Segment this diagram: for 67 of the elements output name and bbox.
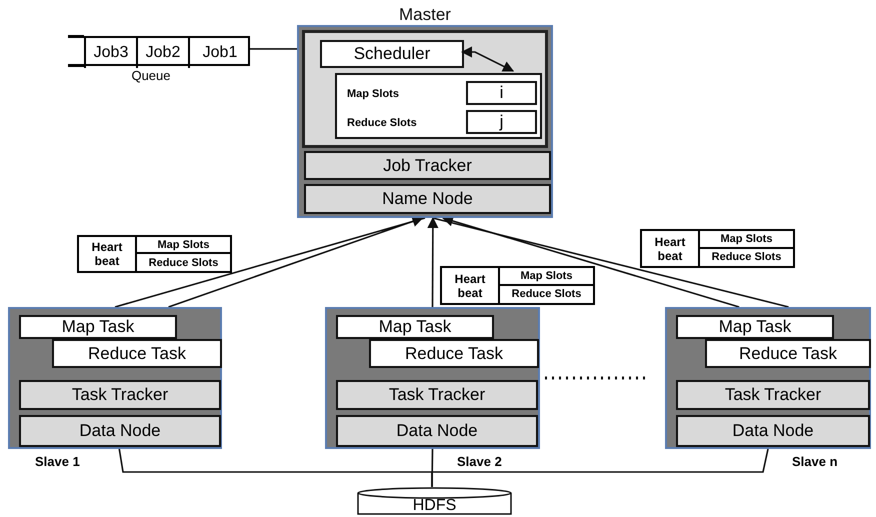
heartbeat-label: Heart beat: [442, 268, 500, 303]
heartbeat-table: [77, 235, 232, 273]
node-label: i: [500, 83, 504, 103]
storage-cylinder: [357, 487, 512, 515]
component-box: [19, 315, 177, 339]
slot-label: Reduce Slots: [510, 287, 582, 302]
component-bar: [304, 184, 551, 214]
node-label: j: [500, 112, 504, 132]
node-label: Scheduler: [354, 44, 430, 64]
connector: [460, 46, 514, 72]
slots-box: [335, 73, 542, 139]
slot-label: Map Slots: [700, 231, 793, 248]
component-box: [676, 315, 834, 339]
node-label: Reduce Task: [739, 344, 837, 364]
component-box: [705, 339, 871, 368]
node-label: Reduce Task: [405, 344, 503, 364]
heartbeat-label: Heart beat: [79, 237, 137, 271]
component-bar: [676, 415, 870, 447]
connector: [168, 216, 424, 308]
node-label: Map Task: [62, 317, 134, 337]
node-label: Job3: [94, 44, 128, 62]
node-label: Data Node: [732, 421, 814, 441]
slot-label: Reduce Slots: [148, 256, 220, 270]
connector: [442, 216, 740, 308]
component-bar: [19, 415, 221, 447]
slot-label: Map Slots: [137, 237, 230, 254]
node-label: Reduce Task: [88, 344, 186, 364]
connector: [427, 216, 438, 307]
node-label: Task Tracker: [388, 385, 486, 405]
node-label: Job2: [146, 44, 180, 62]
node-label: Task Tracker: [724, 385, 822, 405]
connector: [431, 448, 769, 487]
connector: [432, 217, 789, 308]
node-label: Map Task: [718, 317, 792, 337]
component-bar: [336, 415, 538, 447]
component-box: [336, 315, 494, 339]
component-bar: [676, 380, 870, 410]
slave-caption: Slave n: [792, 454, 838, 469]
slot-label: Reduce Slots: [710, 250, 782, 266]
component-bar: [19, 380, 221, 410]
component-bar: [304, 151, 551, 180]
master-title: Master: [398, 5, 452, 25]
component-box: [320, 40, 464, 68]
node-label: Task Tracker: [72, 385, 168, 405]
component-box: [52, 339, 222, 368]
heartbeat-table: [440, 266, 595, 305]
node-label: Data Node: [79, 421, 161, 441]
slot-label: Map Slots: [347, 88, 399, 100]
queue-label: Queue: [130, 68, 172, 83]
component-box: [466, 110, 537, 134]
node-label: Data Node: [396, 421, 478, 441]
component-box: [369, 339, 539, 368]
heartbeat-label: Heart beat: [642, 231, 700, 266]
slave-caption: Slave 1: [35, 454, 80, 469]
node-label: Job Tracker: [383, 156, 472, 176]
connector: [250, 48, 297, 50]
component-box: [466, 81, 537, 105]
node-label: Map Task: [378, 317, 452, 337]
slot-label: Map Slots: [500, 268, 593, 286]
node-label: Job1: [202, 44, 238, 62]
node-label: HDFS: [412, 496, 456, 514]
heartbeat-table: [640, 229, 795, 268]
connector: [114, 217, 426, 308]
slave-caption: Slave 2: [457, 454, 502, 469]
node-label: Name Node: [382, 189, 473, 209]
component-bar: [336, 380, 538, 410]
slot-label: Reduce Slots: [347, 117, 417, 129]
